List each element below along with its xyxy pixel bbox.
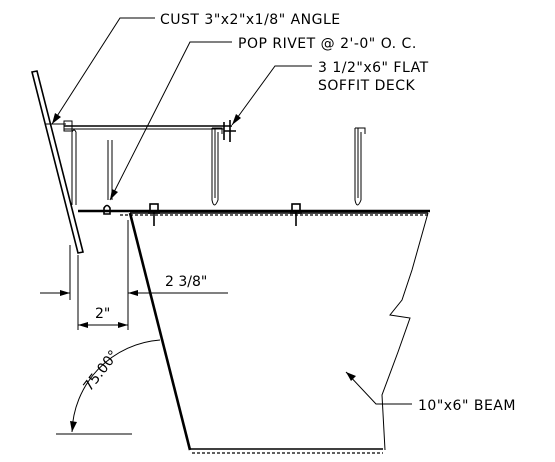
label-deck-line1: 3 1/2"x6" FLAT (318, 60, 429, 76)
leader-deck-arrow (232, 114, 241, 125)
deck-clip-fastener (223, 120, 236, 142)
dim-small-arrow-left (78, 322, 88, 328)
beam-sloped-face (128, 212, 192, 451)
rib-center-clip (212, 127, 223, 134)
rivet-top (63, 120, 73, 132)
dim-text-small: 2" (95, 306, 110, 322)
leader-rivet (109, 41, 232, 201)
leaders (51, 17, 412, 405)
pop-rivet (103, 204, 111, 215)
dim-large-arrow-right (128, 290, 138, 296)
leader-rivet-arrow (110, 189, 118, 200)
rib-right (354, 128, 362, 206)
bolt-left (148, 203, 160, 226)
label-beam: 10"x6" BEAM (418, 398, 516, 414)
label-rivet: POP RIVET @ 2'-0" O. C. (238, 36, 417, 52)
beam-break-line (381, 212, 429, 451)
label-deck-line2: SOFFIT DECK (318, 78, 416, 94)
beam (128, 212, 429, 454)
soffit-deck (64, 125, 430, 216)
angle-arc (71, 339, 161, 433)
leader-angle-arrow (52, 113, 61, 124)
leader-deck (231, 65, 312, 126)
fasteners (63, 120, 302, 226)
bolt-right (290, 203, 302, 226)
custom-angle (31, 70, 84, 254)
angle-arc-arrow (70, 421, 77, 432)
leader-beam-arrow (346, 372, 356, 381)
dim-text-angle: 75.00° (81, 348, 123, 395)
dim-large-arrow-left (60, 290, 70, 296)
angle-plate (31, 70, 84, 254)
dim-text-large: 2 3/8" (165, 274, 207, 290)
rib-center (211, 128, 219, 206)
leader-angle (51, 17, 155, 125)
rib-mid-left (107, 140, 113, 200)
leader-beam (345, 371, 412, 405)
dim-small-arrow-right (118, 322, 128, 328)
rib-left (71, 129, 77, 205)
dimensions (40, 220, 228, 435)
label-angle: CUST 3"x2"x1/8" ANGLE (160, 12, 341, 28)
rib-right-clip (355, 127, 366, 134)
